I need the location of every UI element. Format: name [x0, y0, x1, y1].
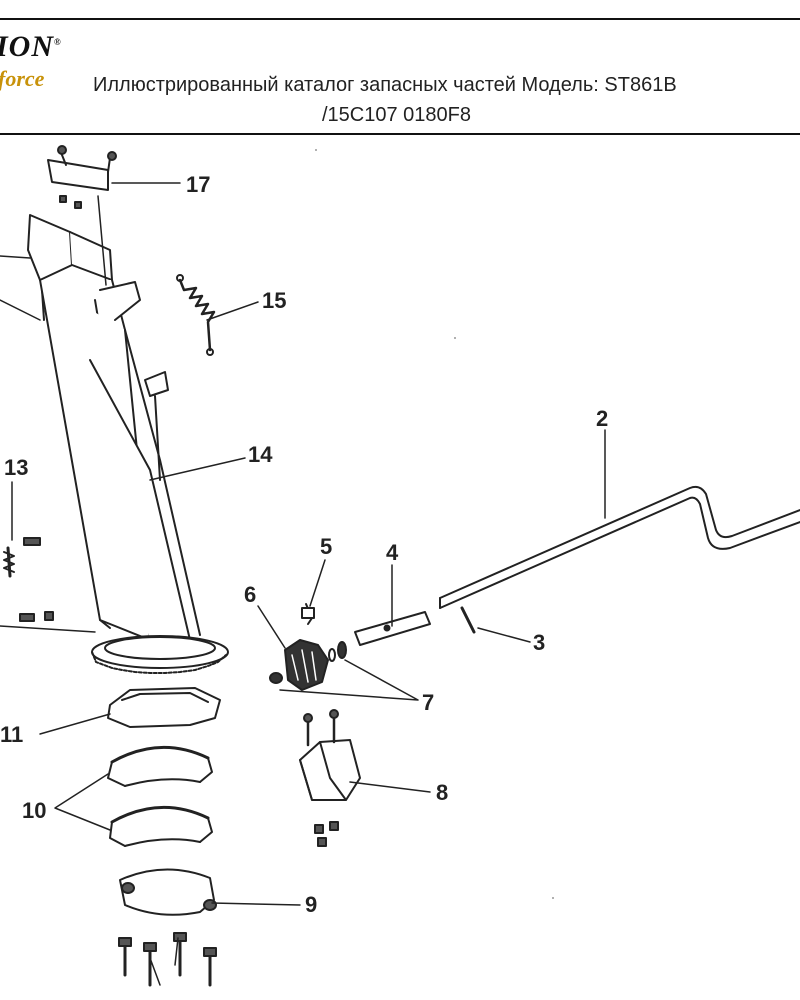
- part-6-gear-housing: [269, 639, 329, 691]
- part-7-washer: [328, 641, 347, 662]
- part-17-deflector-bracket: [47, 145, 117, 209]
- part-11-gasket: [107, 687, 221, 728]
- callout-5: 5: [320, 534, 332, 559]
- callout-4: 4: [386, 540, 399, 565]
- catalog-title: Иллюстрированный каталог запасных частей…: [93, 74, 677, 96]
- chute-base-ring: [91, 635, 229, 674]
- brand-logo: ION®: [0, 30, 62, 63]
- callout-2: 2: [596, 406, 608, 431]
- part-5-bolt: [301, 603, 315, 625]
- part-2-crank-rod: [439, 485, 800, 609]
- chute-base-bolts: [118, 932, 217, 987]
- catalog-model-code: /15C107 0180F8: [322, 104, 472, 126]
- callout-15: 15: [262, 288, 286, 313]
- part-10-clamp-upper: [107, 745, 213, 787]
- callout-labels: 17 15 2 14 13 5 4 6 3 7 11 8 10 9: [0, 172, 608, 917]
- callout-17: 17: [186, 172, 210, 197]
- header-bottom-rule: [0, 133, 800, 135]
- part-10-clamp-lower: [109, 805, 213, 847]
- callout-9: 9: [305, 892, 317, 917]
- part-14-chute-tube: [39, 279, 201, 641]
- callout-6: 6: [244, 582, 256, 607]
- scan-specks: [315, 149, 554, 899]
- callout-leaders: [0, 182, 606, 986]
- callout-7: 7: [422, 690, 434, 715]
- callout-11: 11: [0, 722, 23, 747]
- part-9-clamp-plate: [119, 868, 217, 916]
- header-top-rule: [0, 18, 800, 20]
- callout-3: 3: [533, 630, 545, 655]
- callout-8: 8: [436, 780, 448, 805]
- callout-14: 14: [248, 442, 273, 467]
- brand-logo-subtext: force: [0, 66, 45, 91]
- callout-10: 10: [22, 798, 46, 823]
- part-3-pin: [460, 606, 476, 634]
- part-4-coupling: [354, 611, 431, 646]
- part-8-support-bracket: [299, 709, 361, 847]
- callout-13: 13: [4, 455, 28, 480]
- part-15-spring: [176, 274, 216, 356]
- part-13-fastener-set: [3, 537, 54, 622]
- catalog-header: ION® force Иллюстрированный каталог запа…: [0, 0, 800, 135]
